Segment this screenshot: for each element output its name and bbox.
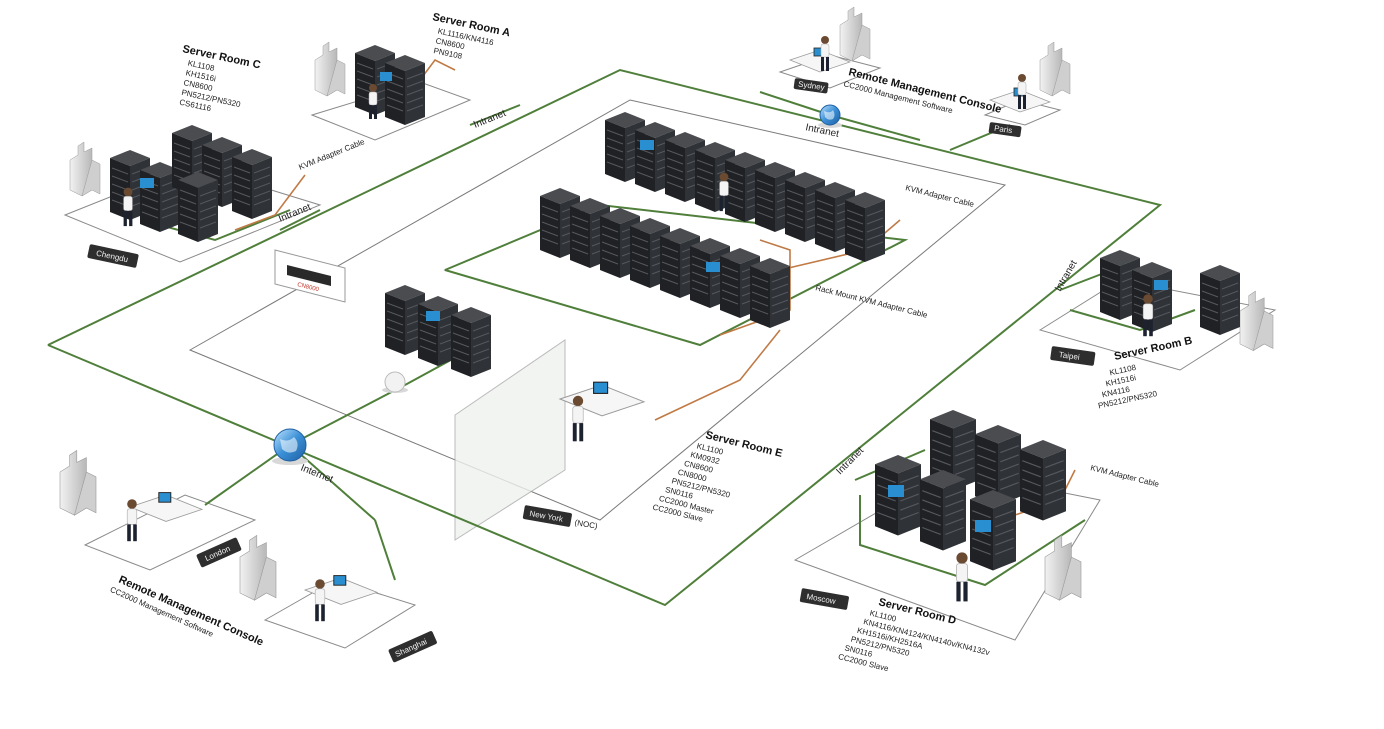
hall-front-row-racks — [539, 187, 791, 329]
room-c-racks — [109, 124, 273, 243]
remote-console-top-label: Remote Management Console CC2000 Managem… — [843, 66, 1003, 116]
console-paris-tag: Paris — [988, 122, 1022, 138]
intranet-globe-icon — [818, 104, 842, 128]
internet-globe-icon — [272, 428, 308, 465]
room-b-tag-text: Taipei — [1058, 350, 1080, 362]
room-b-racks — [1099, 249, 1241, 336]
hall-back-row-racks — [604, 111, 886, 263]
console-shanghai-floor — [263, 579, 417, 649]
device-card-label: CN8000 — [297, 282, 320, 293]
room-c-tag: Chengdu — [87, 244, 139, 268]
room-a-label: Server Room A KL1116/KN4116 CN8600 PN910… — [431, 11, 511, 61]
noc-office-glass — [454, 339, 566, 541]
room-d-tag: Moscow — [799, 588, 849, 610]
console-sydney-tag-text: Sydney — [798, 80, 826, 93]
kvm-adapter-d-label: KVM Adapter Cable — [1090, 463, 1161, 489]
internet-label: Internet — [299, 463, 335, 486]
room-d-racks — [874, 409, 1067, 572]
kvm-adapter-c-label: KVM Adapter Cable — [297, 137, 366, 172]
room-e-tag-suffix: (NOC) — [574, 518, 599, 531]
console-paris-tag-text: Paris — [994, 124, 1013, 135]
switch-node-icon — [382, 371, 408, 393]
console-shanghai-tag: Shanghai — [388, 631, 437, 663]
server-racks — [109, 44, 1241, 572]
device-card: CN8000 — [274, 249, 346, 303]
console-sydney-tag: Sydney — [793, 78, 829, 94]
room-a-racks — [354, 44, 426, 126]
noc-racks — [384, 284, 492, 378]
room-e-tag: New York (NOC) — [522, 505, 599, 531]
room-c-label: Server Room C KL1108 KH1516i CN8600 PN52… — [179, 43, 262, 113]
room-b-tag: Taipei — [1050, 346, 1096, 366]
